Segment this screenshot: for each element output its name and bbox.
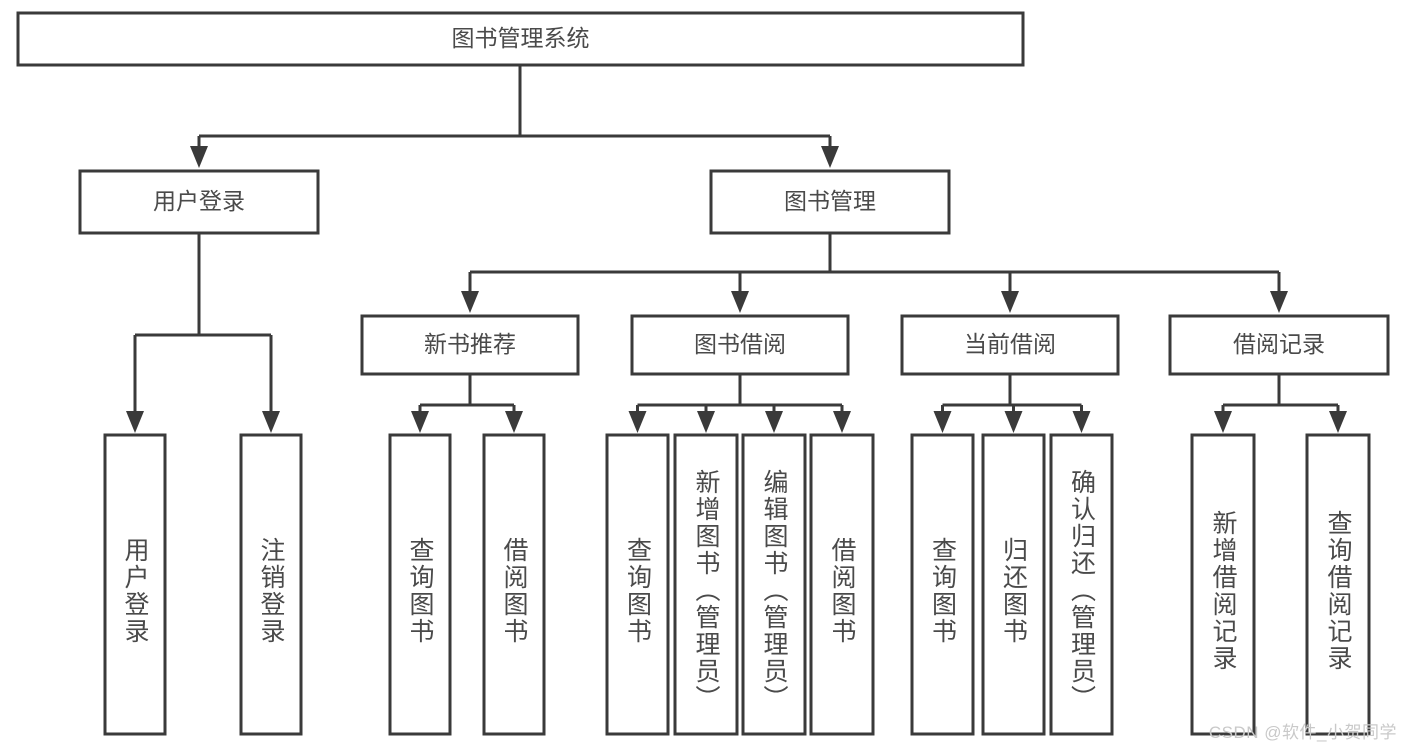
node-box-user-login[interactable] — [78, 169, 320, 235]
node-box-leaf-borrow-book-rec[interactable] — [482, 433, 546, 736]
node-box-leaf-query-record[interactable] — [1305, 433, 1371, 736]
node-leaf-query-book-borrow[interactable] — [605, 433, 670, 736]
node-label-book-borrow: 图书借阅 — [694, 331, 786, 357]
arrow-leaf-edit-book — [765, 411, 783, 433]
arrow-level3-1 — [731, 291, 749, 313]
connectors-layer — [126, 65, 1347, 433]
node-box-book-borrow[interactable] — [630, 314, 850, 376]
node-box-leaf-query-book-current[interactable] — [910, 433, 975, 736]
node-box-leaf-user-login[interactable] — [103, 433, 167, 736]
arrow-leaf-return-book — [1004, 411, 1023, 433]
watermark-text: CSDN @软件_小贺同学 — [1208, 723, 1397, 742]
arrow-level3-2 — [1001, 291, 1019, 313]
arrow-leaf-add-record — [1214, 411, 1232, 433]
node-leaf-add-record[interactable] — [1190, 433, 1256, 736]
arrow-leaf-confirm-return — [1072, 411, 1091, 433]
node-box-new-book-recommend[interactable] — [360, 314, 580, 376]
node-box-leaf-confirm-return[interactable] — [1049, 433, 1114, 736]
node-leaf-query-book-rec[interactable] — [388, 433, 452, 736]
arrow-leaf-query-book-rec — [411, 411, 429, 433]
node-box-leaf-edit-book[interactable] — [741, 433, 807, 736]
node-leaf-logout[interactable] — [239, 433, 303, 736]
arrow-level2-0 — [190, 146, 208, 168]
node-leaf-query-record[interactable] — [1305, 433, 1371, 736]
arrow-level2-1 — [821, 146, 839, 168]
node-label-book-management: 图书管理 — [784, 188, 876, 214]
node-leaf-return-book[interactable] — [981, 433, 1046, 736]
node-box-leaf-add-record[interactable] — [1190, 433, 1256, 736]
node-box-leaf-add-book[interactable] — [673, 433, 739, 736]
node-book-management[interactable]: 图书管理 — [709, 169, 951, 235]
node-box-current-borrow[interactable] — [900, 314, 1120, 376]
node-box-leaf-logout[interactable] — [239, 433, 303, 736]
node-root[interactable]: 图书管理系统 — [16, 11, 1025, 67]
node-box-leaf-borrow-book[interactable] — [809, 433, 875, 736]
node-label-new-book-recommend: 新书推荐 — [424, 331, 516, 357]
node-leaf-user-login[interactable] — [103, 433, 167, 736]
node-current-borrow[interactable]: 当前借阅 — [900, 314, 1120, 376]
node-book-borrow[interactable]: 图书借阅 — [630, 314, 850, 376]
node-user-login[interactable]: 用户登录 — [78, 169, 320, 235]
arrow-leaf-query-book-current — [933, 411, 952, 433]
node-leaf-borrow-book[interactable] — [809, 433, 875, 736]
arrow-leaf-borrow-book-rec — [505, 411, 523, 433]
arrow-leaf-query-record — [1329, 411, 1347, 433]
node-new-book-recommend[interactable]: 新书推荐 — [360, 314, 580, 376]
node-label-user-login: 用户登录 — [153, 188, 245, 214]
node-box-leaf-query-book-rec[interactable] — [388, 433, 452, 736]
arrow-leaf-user-login — [126, 411, 144, 433]
node-box-leaf-query-book-borrow[interactable] — [605, 433, 670, 736]
node-leaf-query-book-current[interactable] — [910, 433, 975, 736]
arrow-leaf-logout — [262, 411, 280, 433]
node-box-book-management[interactable] — [709, 169, 951, 235]
node-label-root: 图书管理系统 — [452, 25, 590, 51]
node-box-root[interactable] — [16, 11, 1025, 67]
arrow-level3-0 — [461, 291, 479, 313]
node-borrow-records[interactable]: 借阅记录 — [1168, 314, 1390, 376]
node-leaf-add-book[interactable] — [673, 433, 739, 736]
node-leaf-confirm-return[interactable] — [1049, 433, 1114, 736]
node-box-leaf-return-book[interactable] — [981, 433, 1046, 736]
arrow-leaf-query-book-borrow — [628, 411, 647, 433]
arrow-level3-3 — [1270, 291, 1288, 313]
node-label-current-borrow: 当前借阅 — [964, 331, 1056, 357]
arrow-leaf-borrow-book — [833, 411, 851, 433]
node-label-borrow-records: 借阅记录 — [1233, 331, 1325, 357]
node-leaf-borrow-book-rec[interactable] — [482, 433, 546, 736]
node-box-borrow-records[interactable] — [1168, 314, 1390, 376]
arrow-leaf-add-book — [697, 411, 715, 433]
node-leaf-edit-book[interactable] — [741, 433, 807, 736]
